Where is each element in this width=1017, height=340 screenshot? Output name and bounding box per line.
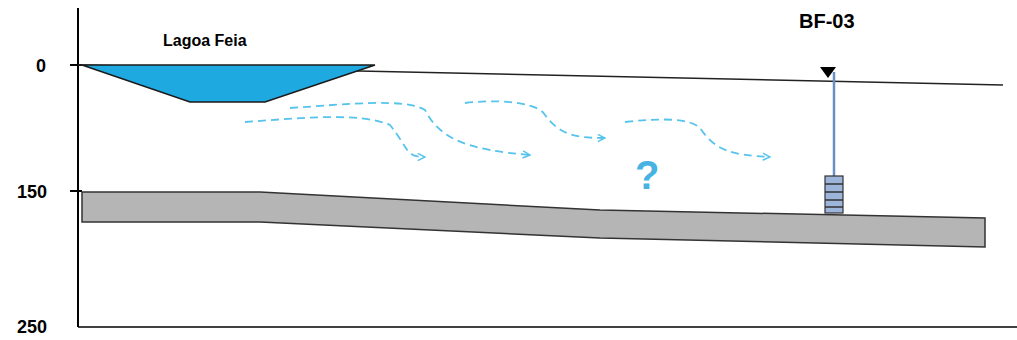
lake-name: Lagoa Feia: [163, 33, 247, 49]
depth-axis: [77, 8, 79, 327]
depth-value: 250: [17, 318, 47, 336]
axis-tick: [70, 190, 82, 192]
clay-layer: [82, 192, 985, 247]
well-name: BF-03: [799, 11, 855, 31]
well-screen: [825, 176, 843, 213]
flow-arrows: [245, 101, 770, 157]
depth-value: 150: [17, 183, 47, 201]
lake: [82, 65, 375, 102]
base-line: [78, 326, 1017, 328]
unknown-mark: ?: [635, 155, 659, 195]
well-casing: [833, 72, 836, 176]
depth-value: 0: [36, 57, 46, 75]
